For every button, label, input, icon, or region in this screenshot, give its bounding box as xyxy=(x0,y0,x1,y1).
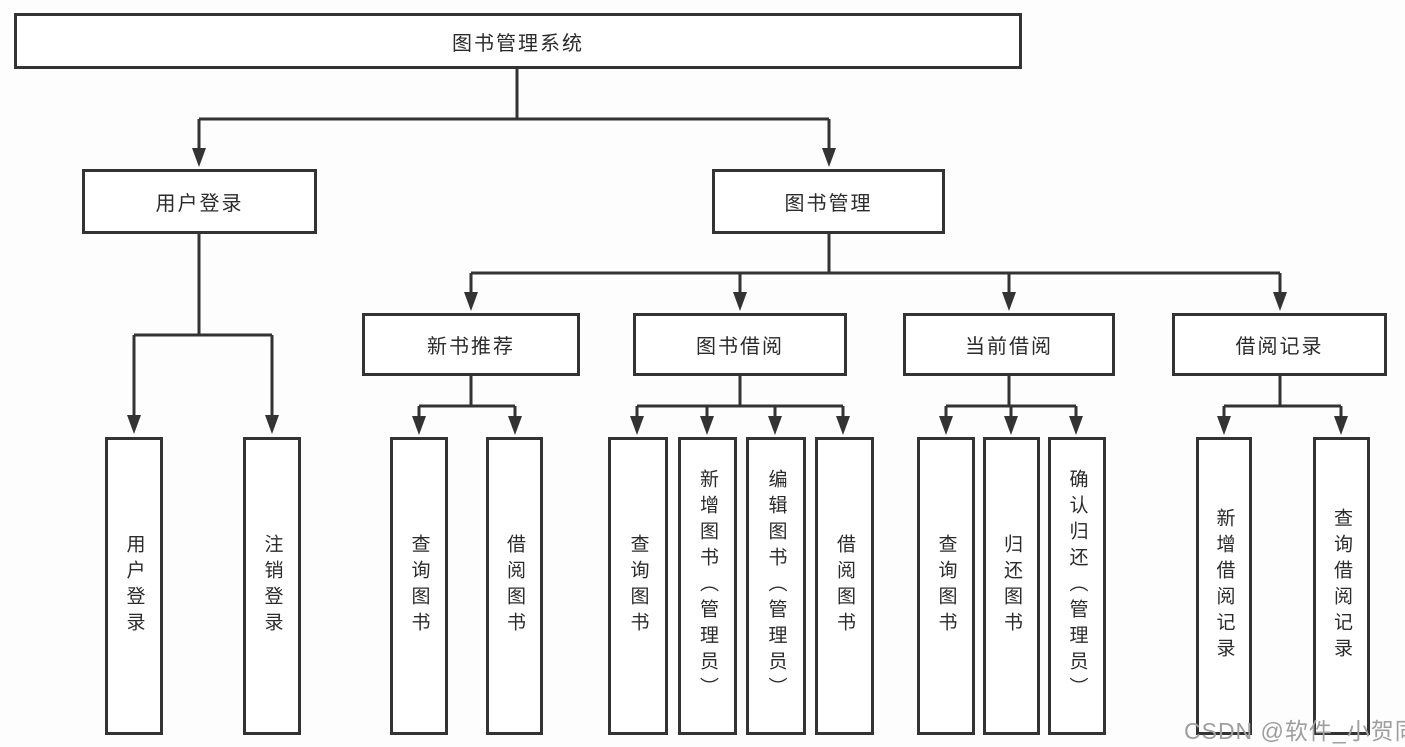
leaf-edit-books-admin-label: 编辑图书（管理员） xyxy=(765,469,787,703)
leaf-query-books-recommend: 查询图书 xyxy=(390,437,448,735)
leaf-query-books-borrow: 查询图书 xyxy=(608,437,668,735)
leaf-confirm-return-admin-label: 确认归还（管理员） xyxy=(1066,469,1088,703)
node-root-label: 图书管理系统 xyxy=(452,32,584,55)
leaf-add-books-admin-label: 新增图书（管理员） xyxy=(697,469,718,703)
node-new-book-recommend-label: 新书推荐 xyxy=(427,336,515,358)
leaf-borrow-books: 借阅图书 xyxy=(815,437,874,735)
leaf-query-books-recommend-label: 查询图书 xyxy=(408,534,430,638)
leaf-borrow-books-label: 借阅图书 xyxy=(834,534,855,638)
leaf-borrow-books-recommend: 借阅图书 xyxy=(486,437,543,735)
leaf-logout-label: 注销登录 xyxy=(261,534,283,638)
node-book-management-label: 图书管理 xyxy=(784,193,873,215)
leaf-query-borrow-record: 查询借阅记录 xyxy=(1313,437,1370,735)
leaf-query-books-current: 查询图书 xyxy=(917,437,975,735)
node-new-book-recommend: 新书推荐 xyxy=(362,313,580,376)
leaf-query-borrow-record-label: 查询借阅记录 xyxy=(1331,508,1352,664)
leaf-user-login-label: 用户登录 xyxy=(123,534,145,638)
arrowheads xyxy=(127,148,1348,435)
node-book-borrow: 图书借阅 xyxy=(633,313,847,376)
node-current-borrow: 当前借阅 xyxy=(903,313,1115,376)
node-root: 图书管理系统 xyxy=(14,13,1022,69)
leaf-add-borrow-record: 新增借阅记录 xyxy=(1196,437,1252,735)
node-user-login-label: 用户登录 xyxy=(155,193,244,215)
watermark-text: CSDN @软件_小贺同学 xyxy=(1184,718,1405,744)
leaf-confirm-return-admin: 确认归还（管理员） xyxy=(1048,437,1106,735)
leaf-add-borrow-record-label: 新增借阅记录 xyxy=(1213,508,1235,664)
node-book-management: 图书管理 xyxy=(712,169,945,234)
leaf-query-books-current-label: 查询图书 xyxy=(935,534,957,638)
node-borrow-records: 借阅记录 xyxy=(1172,313,1387,376)
leaf-return-books: 归还图书 xyxy=(983,437,1040,735)
leaf-borrow-books-recommend-label: 借阅图书 xyxy=(504,534,525,638)
leaf-add-books-admin: 新增图书（管理员） xyxy=(678,437,737,735)
node-borrow-records-label: 借阅记录 xyxy=(1235,336,1324,358)
node-book-borrow-label: 图书借阅 xyxy=(696,336,784,358)
leaf-user-login: 用户登录 xyxy=(105,437,163,735)
node-user-login: 用户登录 xyxy=(82,169,317,234)
node-current-borrow-label: 当前借阅 xyxy=(965,336,1053,358)
leaf-query-books-borrow-label: 查询图书 xyxy=(627,534,649,638)
leaf-edit-books-admin: 编辑图书（管理员） xyxy=(746,437,806,735)
leaf-return-books-label: 归还图书 xyxy=(1001,534,1022,638)
leaf-logout: 注销登录 xyxy=(243,437,301,735)
